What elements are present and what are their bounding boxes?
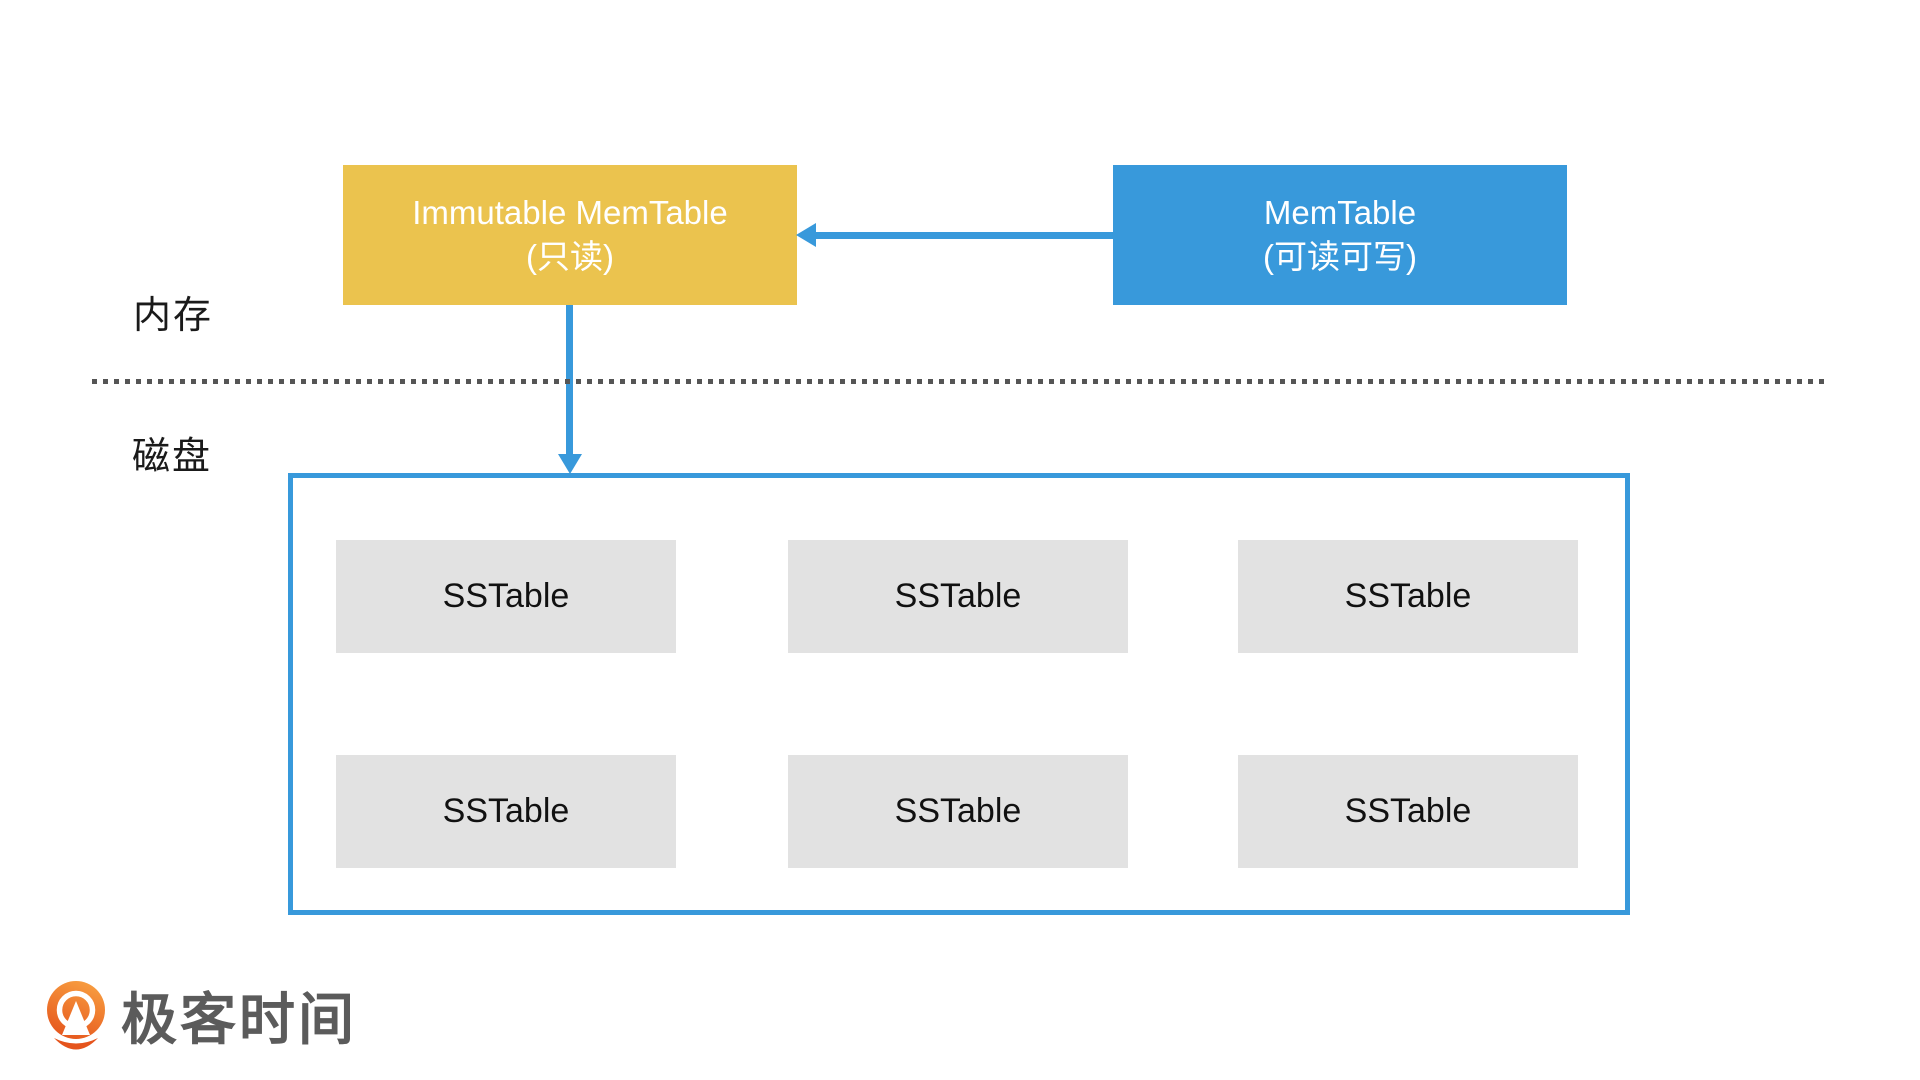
sstable-box-5: SSTable bbox=[788, 755, 1128, 868]
memtable-to-immutable-arrow-head-icon bbox=[796, 223, 816, 247]
disk-area-container: SSTable SSTable SSTable SSTable SSTable … bbox=[288, 473, 1630, 915]
disk-section-label: 磁盘 bbox=[132, 436, 213, 478]
immutable-memtable-title: Immutable MemTable bbox=[412, 194, 728, 232]
sstable-box-1: SSTable bbox=[336, 540, 676, 653]
memtable-title: MemTable bbox=[1263, 194, 1417, 232]
memtable-subtitle: (可读可写) bbox=[1263, 238, 1417, 275]
memtable-box: MemTable (可读可写) bbox=[1113, 165, 1567, 305]
geektime-logo: 极客时间 bbox=[45, 981, 357, 1059]
memory-section-label: 内存 bbox=[133, 295, 214, 337]
sstable-box-3: SSTable bbox=[1238, 540, 1578, 653]
geektime-logo-text: 极客时间 bbox=[121, 988, 357, 1051]
geektime-pin-icon bbox=[47, 981, 105, 1050]
sstable-box-6: SSTable bbox=[1238, 755, 1578, 868]
sstable-box-4: SSTable bbox=[336, 755, 676, 868]
immutable-memtable-box: Immutable MemTable (只读) bbox=[343, 165, 797, 305]
immutable-memtable-subtitle: (只读) bbox=[526, 238, 614, 275]
memtable-to-immutable-arrow-shaft bbox=[814, 232, 1113, 239]
sstable-box-2: SSTable bbox=[788, 540, 1128, 653]
immutable-to-disk-arrow-head-icon bbox=[558, 454, 582, 474]
memory-disk-dotted-divider bbox=[92, 379, 1830, 384]
